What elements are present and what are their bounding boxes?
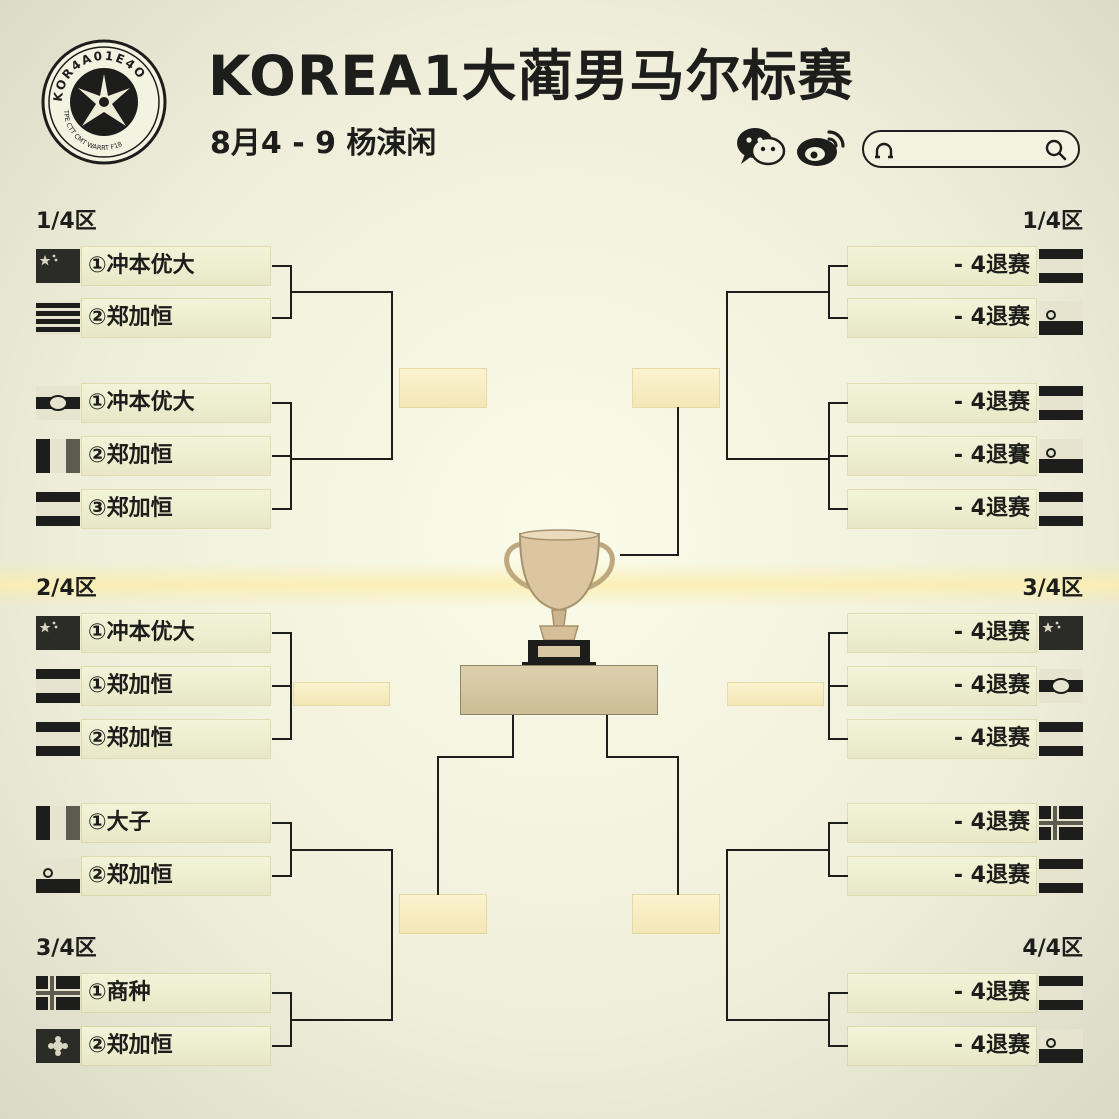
player-box-right-4[interactable]: - 4退賽 bbox=[848, 437, 1036, 475]
region-label-left-bottom: 3/4区 bbox=[36, 936, 97, 961]
search-bar[interactable] bbox=[862, 130, 1080, 168]
user-icon bbox=[875, 142, 893, 159]
player-box-right-6[interactable]: - 4退赛 bbox=[848, 614, 1036, 652]
flag-icon-right-6 bbox=[1039, 616, 1083, 650]
region-label-left-top: 1/4区 bbox=[36, 209, 97, 234]
tournament-logo: KOR4A01E4O TPE CTT CMT WARRT F18 bbox=[41, 39, 167, 165]
player-box-left-6[interactable]: ①冲本优大 bbox=[82, 614, 270, 652]
player-box-right-7[interactable]: - 4退赛 bbox=[848, 667, 1036, 705]
flag-icon-right-8 bbox=[1039, 722, 1083, 756]
winner-slot-right-bottom[interactable] bbox=[633, 895, 719, 933]
player-box-left-4[interactable]: ②郑加恒 bbox=[82, 437, 270, 475]
search-icon[interactable] bbox=[1044, 138, 1068, 162]
flag-icon-right-2 bbox=[1039, 301, 1083, 335]
player-box-left-10[interactable]: ②郑加恒 bbox=[82, 857, 270, 895]
player-box-left-9[interactable]: ①大子 bbox=[82, 804, 270, 842]
player-box-left-3[interactable]: ①冲本优大 bbox=[82, 384, 270, 422]
flag-icon-left-2 bbox=[36, 301, 80, 335]
tournament-title: KOREA1大蔺男马尔标赛 bbox=[208, 44, 854, 108]
player-box-right-3[interactable]: - 4退赛 bbox=[848, 384, 1036, 422]
player-box-right-2[interactable]: - 4退赛 bbox=[848, 299, 1036, 337]
player-box-right-5[interactable]: - 4退赛 bbox=[848, 490, 1036, 528]
region-label-right-mid: 3/4区 bbox=[1022, 576, 1083, 601]
region-label-right-bottom: 4/4区 bbox=[1022, 936, 1083, 961]
flag-icon-right-7 bbox=[1039, 669, 1083, 703]
flag-icon-right-10 bbox=[1039, 859, 1083, 893]
tournament-dates: 8月4 - 9 杨涑闲 bbox=[210, 126, 437, 161]
flag-icon-right-11 bbox=[1039, 976, 1083, 1010]
player-box-right-8[interactable]: - 4退赛 bbox=[848, 720, 1036, 758]
winner-slot-left-top[interactable] bbox=[400, 369, 486, 407]
search-input[interactable] bbox=[902, 136, 1041, 164]
player-box-right-1[interactable]: - 4退赛 bbox=[848, 247, 1036, 285]
flag-icon-right-4 bbox=[1039, 439, 1083, 473]
flag-icon-left-3 bbox=[36, 386, 80, 420]
region-label-right-top: 1/4区 bbox=[1022, 209, 1083, 234]
flag-icon-right-12 bbox=[1039, 1029, 1083, 1063]
winner-slot-left-bottom[interactable] bbox=[400, 895, 486, 933]
player-box-right-10[interactable]: - 4退赛 bbox=[848, 857, 1036, 895]
wechat-icon[interactable] bbox=[735, 124, 787, 170]
flag-icon-left-8 bbox=[36, 722, 80, 756]
flag-icon-left-4 bbox=[36, 439, 80, 473]
flag-icon-left-1 bbox=[36, 249, 80, 283]
flag-icon-right-3 bbox=[1039, 386, 1083, 420]
flag-icon-right-1 bbox=[1039, 249, 1083, 283]
flag-icon-left-7 bbox=[36, 669, 80, 703]
flag-icon-left-5 bbox=[36, 492, 80, 526]
player-box-left-7[interactable]: ①郑加恒 bbox=[82, 667, 270, 705]
winner-slot-right-top[interactable] bbox=[633, 369, 719, 407]
flag-icon-left-10 bbox=[36, 859, 80, 893]
flag-icon-right-9 bbox=[1039, 806, 1083, 840]
flag-icon-left-9 bbox=[36, 806, 80, 840]
winner-slot-right-mid[interactable] bbox=[728, 683, 823, 705]
player-box-left-12[interactable]: ②郑加恒 bbox=[82, 1027, 270, 1065]
player-box-right-11[interactable]: - 4退赛 bbox=[848, 974, 1036, 1012]
weibo-icon[interactable] bbox=[795, 124, 847, 170]
region-label-left-mid: 2/4区 bbox=[36, 576, 97, 601]
winner-slot-left-mid[interactable] bbox=[294, 683, 389, 705]
flag-icon-left-6 bbox=[36, 616, 80, 650]
player-box-left-2[interactable]: ②郑加恒 bbox=[82, 299, 270, 337]
player-box-left-5[interactable]: ③郑加恒 bbox=[82, 490, 270, 528]
player-box-right-12[interactable]: - 4退赛 bbox=[848, 1027, 1036, 1065]
flag-icon-left-11 bbox=[36, 976, 80, 1010]
flag-icon-right-5 bbox=[1039, 492, 1083, 526]
player-box-left-11[interactable]: ①商种 bbox=[82, 974, 270, 1012]
trophy-pedestal bbox=[460, 665, 658, 715]
player-box-left-1[interactable]: ①冲本优大 bbox=[82, 247, 270, 285]
player-box-right-9[interactable]: - 4退赛 bbox=[848, 804, 1036, 842]
trophy-icon bbox=[504, 529, 615, 668]
player-box-left-8[interactable]: ②郑加恒 bbox=[82, 720, 270, 758]
flag-icon-left-12 bbox=[36, 1029, 80, 1063]
